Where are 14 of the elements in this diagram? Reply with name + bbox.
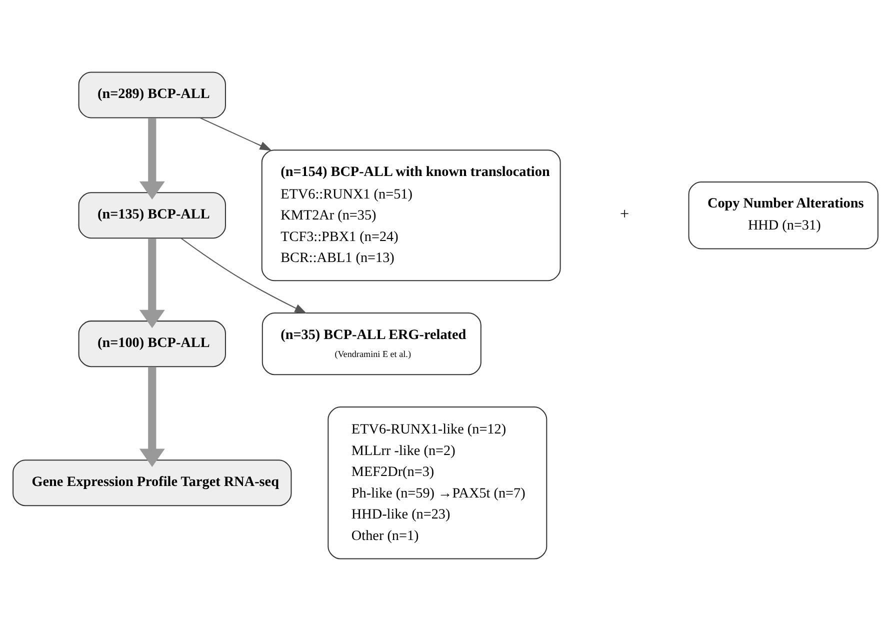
node-box: (n=100) BCP-ALL	[78, 320, 226, 367]
arrow	[138, 117, 164, 200]
node-box: (n=135) BCP-ALL	[78, 192, 226, 238]
label: +	[619, 206, 629, 223]
node-box: (n=35) BCP-ALL ERG-related (Vendramini E et al.)	[261, 312, 481, 375]
arrow	[138, 238, 164, 328]
node-box: (n=289) BCP-ALL	[78, 71, 226, 118]
arrow	[138, 366, 164, 466]
node-box: ETV6-RUNX1-like (n=12) MLLrr -like (n=2) MEF2Dr(n=3) Ph-like (n=59) →PAX5t (n=7) HHD-like (n=23) Other (n=1)	[327, 406, 547, 559]
arrow	[199, 116, 272, 150]
node-box: Copy Number Alterations HHD (n=31)	[688, 180, 878, 249]
node-box: Gene Expression Profile Target RNA-seq	[12, 459, 292, 506]
arrow	[180, 237, 306, 314]
node-box: (n=154) BCP-ALL with known translocation ETV6::RUNX1 (n=51) KMT2Ar (n=35) TCF3::PBX1 (n=24) BCR::ABL1 (n=13)	[260, 149, 560, 281]
